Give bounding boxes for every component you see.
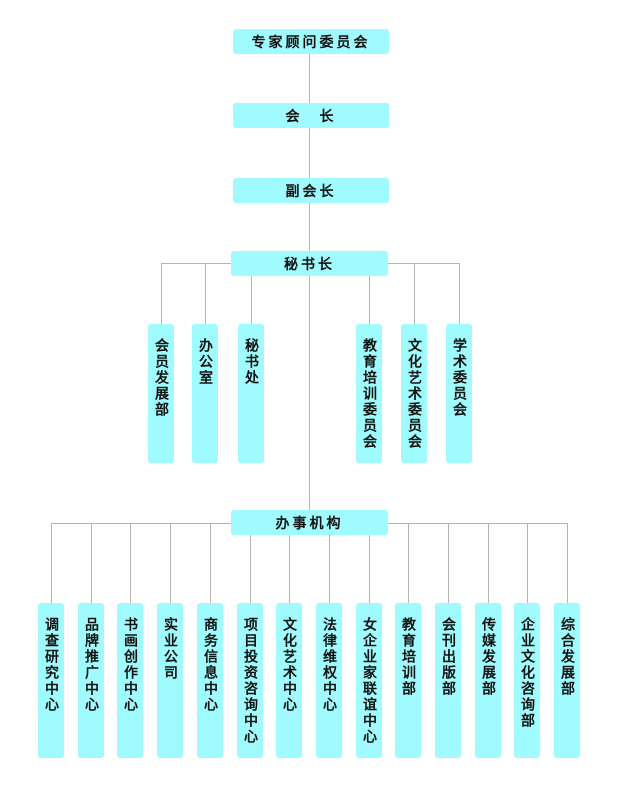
offices-box: 办事机构: [231, 510, 388, 535]
office-unit-box: 项目投资咨询中心: [237, 603, 263, 758]
office-unit-box: 品牌推广中心: [78, 603, 104, 758]
office-unit-box: 实业公司: [157, 603, 183, 758]
office-unit-connector-line: [408, 523, 409, 603]
trunk-line: [309, 54, 310, 514]
office-unit-label: 综合发展部: [559, 617, 575, 697]
secretariat-unit-label: 文化艺术委员会: [406, 338, 422, 450]
secretariat-unit-box: 会员发展部: [148, 324, 174, 463]
office-unit-label: 法律维权中心: [321, 617, 337, 713]
secretariat-unit-label: 教育培训委员会: [361, 338, 377, 450]
office-unit-label: 项目投资咨询中心: [242, 617, 258, 745]
office-unit-box: 调查研究中心: [38, 603, 64, 758]
office-unit-connector-line: [369, 523, 370, 603]
office-unit-connector-line: [51, 523, 52, 603]
office-unit-box: 教育培训部: [395, 603, 421, 758]
office-unit-label: 文化艺术中心: [281, 617, 297, 713]
office-unit-box: 会刊出版部: [435, 603, 461, 758]
secretariat-unit-connector-line: [369, 263, 370, 324]
secretary-general-box: 秘书长: [231, 251, 388, 276]
secretariat-unit-connector-line: [251, 263, 252, 324]
secretariat-unit-label: 会员发展部: [153, 338, 169, 418]
secretariat-unit-label: 学术委员会: [451, 338, 467, 418]
secretariat-unit-connector-line: [161, 263, 162, 324]
office-unit-label: 会刊出版部: [440, 617, 456, 697]
office-unit-connector-line: [170, 523, 171, 603]
office-unit-box: 文化艺术中心: [276, 603, 302, 758]
office-unit-connector-line: [289, 523, 290, 603]
office-unit-label: 调查研究中心: [43, 617, 59, 713]
office-unit-connector-line: [527, 523, 528, 603]
secretariat-unit-connector-line: [205, 263, 206, 324]
office-unit-box: 综合发展部: [554, 603, 580, 758]
secretariat-unit-box: 文化艺术委员会: [401, 324, 427, 463]
office-unit-label: 企业文化咨询部: [519, 617, 535, 729]
secretariat-unit-label: 办公室: [197, 338, 213, 386]
office-unit-label: 传媒发展部: [480, 617, 496, 697]
vice-president-box: 副会长: [233, 178, 389, 203]
secretariat-unit-label: 秘书处: [243, 338, 259, 386]
office-unit-label: 教育培训部: [400, 617, 416, 697]
office-unit-box: 书画创作中心: [117, 603, 143, 758]
office-unit-box: 企业文化咨询部: [514, 603, 540, 758]
office-unit-label: 书画创作中心: [122, 617, 138, 713]
office-unit-label: 商务信息中心: [202, 617, 218, 713]
office-unit-connector-line: [567, 523, 568, 603]
office-unit-box: 女企业家联谊中心: [356, 603, 382, 758]
office-unit-label: 女企业家联谊中心: [361, 617, 377, 745]
office-unit-box: 法律维权中心: [316, 603, 342, 758]
office-unit-connector-line: [250, 523, 251, 603]
expert-committee-box: 专家顾问委员会: [233, 29, 389, 54]
office-unit-connector-line: [130, 523, 131, 603]
president-box: 会 长: [233, 103, 389, 128]
office-unit-label: 实业公司: [162, 617, 178, 681]
office-unit-box: 传媒发展部: [475, 603, 501, 758]
secretariat-unit-box: 学术委员会: [446, 324, 472, 463]
office-unit-connector-line: [488, 523, 489, 603]
office-unit-label: 品牌推广中心: [83, 617, 99, 713]
secretariat-unit-box: 秘书处: [238, 324, 264, 463]
secretariat-unit-box: 办公室: [192, 324, 218, 463]
office-unit-connector-line: [91, 523, 92, 603]
office-unit-box: 商务信息中心: [197, 603, 223, 758]
secretariat-unit-connector-line: [459, 263, 460, 324]
secretariat-unit-box: 教育培训委员会: [356, 324, 382, 463]
secretariat-unit-connector-line: [414, 263, 415, 324]
office-unit-connector-line: [329, 523, 330, 603]
office-unit-connector-line: [448, 523, 449, 603]
office-unit-connector-line: [210, 523, 211, 603]
